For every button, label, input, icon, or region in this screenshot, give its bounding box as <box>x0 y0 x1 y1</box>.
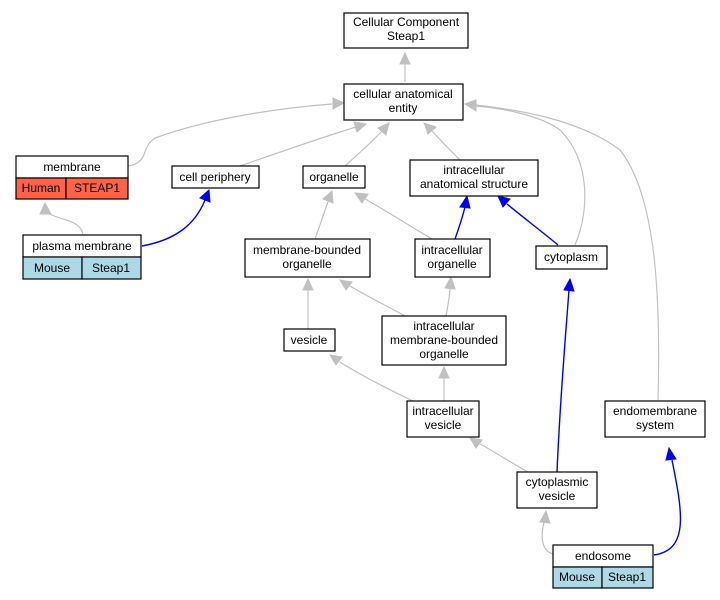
edge-plasmamembrane-to-membrane <box>49 213 84 235</box>
node-label: endosome <box>575 549 631 563</box>
arrowhead <box>353 121 368 133</box>
edge-membrane-to-cae <box>127 103 333 167</box>
node-label: intracellular <box>421 243 482 257</box>
node-endomembrane-system[interactable]: endomembrane system <box>604 400 706 438</box>
arrowhead <box>563 277 575 292</box>
species-label: Human <box>22 181 61 195</box>
edge-imbo-to-io <box>445 287 451 317</box>
arrowhead <box>539 509 551 524</box>
edge-iv-to-vesicle <box>339 361 416 403</box>
node-label: cell periphery <box>179 170 250 184</box>
node-plasma-membrane[interactable]: plasma membrane Mouse Steap1 <box>22 234 142 280</box>
node-label: organelle <box>309 170 359 184</box>
arrowhead <box>329 354 343 366</box>
edge-ias-to-cae <box>431 130 461 161</box>
edge-imbo-to-mbo <box>349 285 406 317</box>
arrowhead <box>423 122 437 135</box>
node-label: organelle <box>427 257 477 271</box>
arrowhead <box>469 437 483 449</box>
edge-mbo-to-organelle <box>314 201 329 240</box>
node-label: membrane-bounded <box>390 333 498 347</box>
edge-endosome-to-ems <box>653 459 682 556</box>
node-label: vesicle <box>425 418 462 432</box>
node-intracellular-organelle[interactable]: intracellular organelle <box>414 238 491 278</box>
edge-ems-to-cae <box>475 104 660 401</box>
node-label: membrane <box>43 160 101 174</box>
node-label: anatomical structure <box>420 177 528 191</box>
node-label: Steap1 <box>387 29 425 43</box>
edge-cv-to-iv <box>479 443 529 473</box>
node-organelle[interactable]: organelle <box>302 165 366 189</box>
node-label: organelle <box>419 347 469 361</box>
node-cytoplasmic-vesicle[interactable]: cytoplasmic vesicle <box>516 471 598 509</box>
arrowhead <box>438 365 450 379</box>
node-cytoplasm[interactable]: cytoplasm <box>535 245 608 270</box>
gene-label: Steap1 <box>608 570 646 584</box>
edge-endosome-to-cv <box>541 521 554 555</box>
node-cellular-anatomical-entity[interactable]: cellular anatomical entity <box>343 83 464 121</box>
edges <box>39 51 682 556</box>
species-label: Mouse <box>34 261 70 275</box>
arrowhead <box>332 97 346 110</box>
arrowhead <box>302 277 314 291</box>
arrowhead <box>459 194 471 209</box>
node-intracellular-vesicle[interactable]: intracellular vesicle <box>406 400 480 438</box>
node-label: cytoplasmic <box>526 475 589 489</box>
node-label: intracellular <box>443 163 504 177</box>
edge-cytoplasm-to-ias <box>506 203 559 246</box>
arrowhead <box>444 275 456 290</box>
node-vesicle[interactable]: vesicle <box>283 328 336 352</box>
edge-cellperiphery-to-cae <box>239 126 357 167</box>
edge-organelle-to-cae <box>344 130 383 167</box>
edge-plasmamembrane-to-cellperiphery <box>141 199 206 247</box>
arrowhead <box>322 189 334 204</box>
arrowhead <box>339 279 353 291</box>
gene-label: STEAP1 <box>74 181 120 195</box>
arrowhead <box>377 122 390 136</box>
arrowhead <box>199 188 211 203</box>
node-membrane-bounded-organelle[interactable]: membrane-bounded organelle <box>244 238 371 278</box>
arrowhead <box>353 192 369 204</box>
node-label: vesicle <box>539 489 576 503</box>
arrowhead <box>39 201 52 215</box>
arrowhead <box>463 99 477 112</box>
node-label: intracellular <box>413 319 474 333</box>
arrowhead <box>665 446 677 461</box>
node-label: cellular anatomical <box>353 87 452 101</box>
node-label: system <box>636 418 674 432</box>
node-endosome[interactable]: endosome Mouse Steap1 <box>552 544 654 589</box>
node-cell-periphery[interactable]: cell periphery <box>171 165 260 189</box>
node-label: endomembrane <box>613 404 697 418</box>
edge-cytoplasm-to-cae <box>475 105 586 246</box>
node-cellular-component[interactable]: Cellular Component Steap1 <box>343 12 469 49</box>
node-label: Cellular Component <box>353 15 460 29</box>
node-membrane[interactable]: membrane Human STEAP1 <box>15 155 129 200</box>
node-label: intracellular <box>412 404 473 418</box>
species-label: Mouse <box>559 570 595 584</box>
node-intracellular-membrane-bounded-organelle[interactable]: intracellular membrane-bounded organelle <box>381 315 507 366</box>
gene-label: Steap1 <box>92 261 130 275</box>
node-intracellular-anatomical-structure[interactable]: intracellular anatomical structure <box>409 159 539 197</box>
edge-cv-to-cytoplasm <box>556 289 570 473</box>
arrowhead <box>497 195 511 208</box>
node-label: vesicle <box>291 333 328 347</box>
edge-io-to-organelle <box>364 198 433 240</box>
node-label: cytoplasm <box>544 250 598 264</box>
node-label: membrane-bounded <box>253 243 361 257</box>
node-label: plasma membrane <box>32 239 132 253</box>
node-label: organelle <box>282 257 332 271</box>
arrowhead <box>399 51 411 65</box>
node-label: entity <box>389 101 418 115</box>
edge-io-to-ias <box>454 206 466 240</box>
